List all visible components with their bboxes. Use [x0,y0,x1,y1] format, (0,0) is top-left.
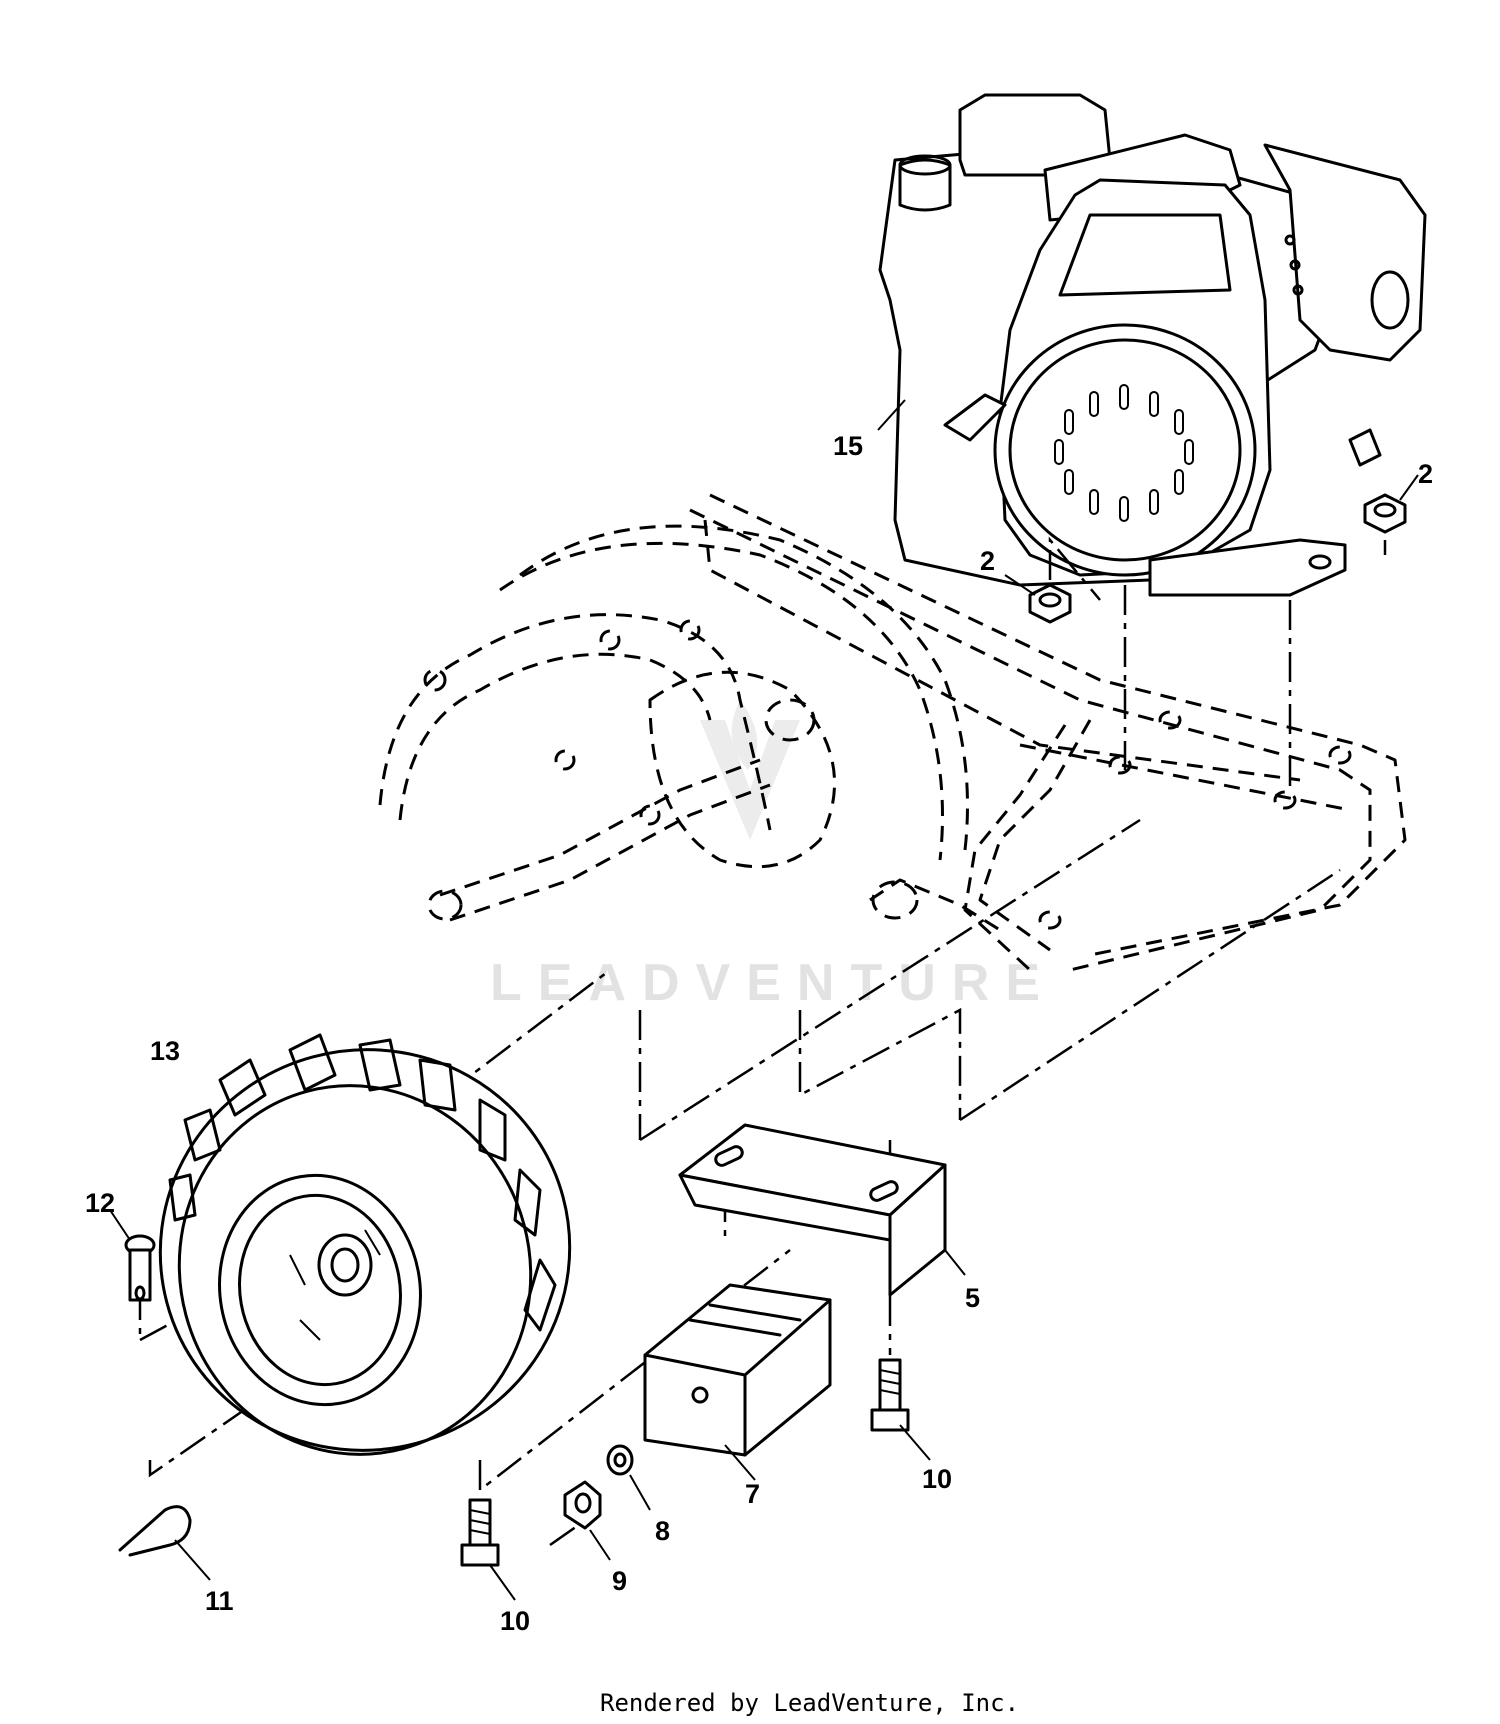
callout-9: 9 [612,1566,627,1596]
callout-11: 11 [205,1586,234,1616]
callout-2-right: 2 [1418,459,1433,489]
hairpin-cotter [118,1505,211,1581]
callout-10-right: 10 [922,1464,952,1494]
callout-13: 13 [150,1036,180,1066]
hex-nut-left [1004,574,1072,624]
watermark-text: LEADVENTURE [490,954,1056,1012]
weight-block [643,1283,832,1481]
callout-10-left: 10 [500,1606,530,1636]
starter-vents [1054,384,1194,522]
engine-assembly [877,93,1427,597]
hex-nut-right [1363,474,1419,534]
hex-nut-lower [563,1480,611,1561]
callout-5: 5 [965,1283,980,1313]
callout-7: 7 [745,1479,760,1509]
callout-8: 8 [655,1516,670,1546]
bolt-right [870,1358,931,1461]
mounting-bracket [678,1123,966,1297]
bolt-left [460,1498,516,1601]
callout-12: 12 [85,1188,115,1218]
lock-washer [606,1444,651,1511]
render-credit: Rendered by LeadVenture, Inc. [600,1689,1019,1717]
clevis-pin [109,1209,156,1302]
callout-15: 15 [833,431,863,461]
callout-2-left: 2 [980,546,995,576]
leadventure-watermark: LEADVENTURE [490,700,1056,1012]
tire-wheel [158,1033,572,1456]
callout-labels: 15 2 2 13 12 5 7 8 9 10 10 11 [85,431,1433,1636]
tiller-frame-phantom [378,493,1407,972]
